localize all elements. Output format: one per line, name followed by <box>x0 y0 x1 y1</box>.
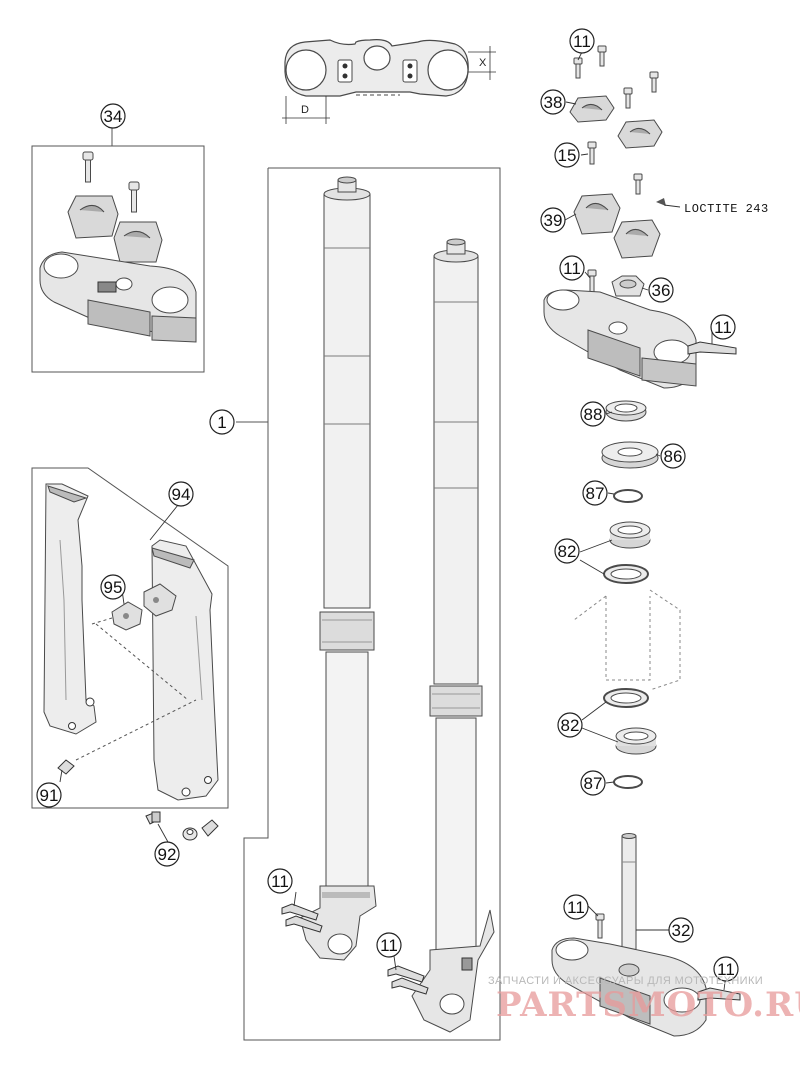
leader-lines <box>59 51 727 991</box>
watermark-caption: ЗАПЧАСТИ И АКСЕССУАРЫ ДЛЯ МОТОТЕХНИКИ <box>488 975 763 987</box>
guard-small-parts <box>145 811 219 841</box>
callout-15: 15 <box>558 146 577 165</box>
callout-11-left-leg: 11 <box>271 872 289 891</box>
callout-1: 1 <box>217 413 226 432</box>
watermark: ЗАПЧАСТИ И АКСЕССУАРЫ ДЛЯ МОТОТЕХНИКИ PA… <box>488 975 800 1025</box>
callout-95: 95 <box>104 578 123 597</box>
callout-11-clamp-top: 11 <box>563 259 581 278</box>
callout-36: 36 <box>652 281 671 300</box>
callout-labels: 11 38 15 39 11 36 11 88 86 87 82 82 87 1… <box>40 32 735 979</box>
callout-87-lower: 87 <box>584 774 603 793</box>
callout-39: 39 <box>544 211 563 230</box>
callout-32: 32 <box>672 921 691 940</box>
callout-11-right-leg: 11 <box>380 936 398 955</box>
loctite-note: LOCTITE 243 <box>684 202 769 216</box>
callout-91: 91 <box>40 786 59 805</box>
callout-11-clamp-side: 11 <box>714 318 732 337</box>
callout-86: 86 <box>664 447 683 466</box>
dimension-d-label: D <box>301 104 309 116</box>
steering-parts: LOCTITE 243 <box>543 45 769 1037</box>
callout-92: 92 <box>158 845 177 864</box>
callout-82-upper: 82 <box>558 542 577 561</box>
fork-guard-box <box>31 467 229 809</box>
callout-88: 88 <box>584 405 603 424</box>
callout-bubbles <box>36 28 739 982</box>
watermark-logo: PARTSMOTO.RU <box>496 985 800 1025</box>
triple-clamp-kit-box <box>31 128 205 373</box>
callout-94: 94 <box>172 485 191 504</box>
callout-38: 38 <box>544 93 563 112</box>
callout-87-upper: 87 <box>586 484 605 503</box>
top-clamp-dimension-view: X D <box>282 39 496 124</box>
callout-11-stem: 11 <box>567 898 585 917</box>
callout-11-lower-side: 11 <box>717 960 735 979</box>
dimension-x-label: X <box>479 57 487 69</box>
callout-11-top: 11 <box>573 32 591 51</box>
callout-34: 34 <box>104 107 123 126</box>
callout-82-lower: 82 <box>561 716 580 735</box>
fork-legs-group <box>236 167 501 1041</box>
